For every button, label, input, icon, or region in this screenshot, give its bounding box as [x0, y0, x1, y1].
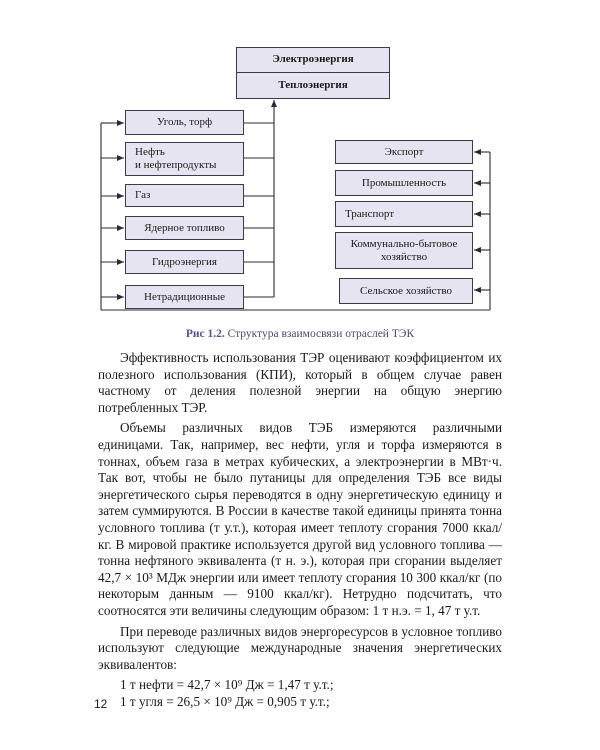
source-box-oil: Нефть и нефтепродукты [125, 142, 244, 176]
source-box-gas: Газ [125, 184, 244, 207]
page-number: 12 [94, 697, 108, 711]
electricity-heat-box: Электроэнергия Теплоэнергия [236, 47, 390, 99]
formula-line: 1 т нефти = 42,7 × 10⁹ Дж = 1,47 т у.т.; [120, 677, 334, 693]
body-text: Эффективность использования ТЭР оцениваю… [98, 350, 502, 710]
consumer-label: Транспорт [345, 207, 395, 220]
source-label: Газ [135, 189, 151, 201]
formula-line: 1 т угля = 26,5 × 10⁹ Дж = 0,905 т у.т.; [120, 693, 330, 709]
consumer-box-transport: Транспорт [335, 201, 473, 227]
source-box-coal: Уголь, торф [125, 110, 244, 135]
source-box-alternative: Нетрадиционные [125, 285, 244, 309]
heat-label: Теплоэнергия [278, 78, 348, 91]
consumer-label: Экспорт [384, 145, 424, 158]
consumer-label: Сельское хозяйство [360, 284, 452, 297]
source-label: Уголь, торф [156, 116, 213, 128]
figure-title: Структура взаимосвязи отраслей ТЭК [227, 328, 415, 340]
paragraph: Эффективность использования ТЭР оцениваю… [98, 350, 502, 415]
source-label: Ядерное топливо [144, 221, 225, 234]
source-label: Нефть и нефтепродукты [135, 146, 217, 171]
source-box-hydro: Гидроэнергия [125, 250, 244, 274]
energy-structure-diagram: Электроэнергия Теплоэнергия Уголь, торф … [0, 0, 600, 330]
diagram-connectors [100, 100, 491, 311]
figure-number: Рис 1.2. [185, 328, 225, 340]
consumer-label: Промышленность [361, 176, 447, 189]
electricity-label: Электроэнергия [237, 48, 389, 73]
source-label: Нетрадиционные [144, 290, 225, 303]
consumer-label: Коммунально-бытовое хозяйство [350, 237, 458, 263]
consumer-box-municipal: Коммунально-бытовое хозяйство [335, 232, 473, 269]
source-label: Гидроэнергия [151, 255, 217, 268]
consumer-box-export: Экспорт [335, 140, 473, 164]
consumer-box-industry: Промышленность [335, 170, 473, 196]
figure-caption: Рис 1.2. Структура взаимосвязи отраслей … [0, 328, 600, 340]
paragraph: При переводе различных видов энергоресур… [98, 623, 502, 672]
consumer-box-agriculture: Сельское хозяйство [339, 278, 473, 304]
source-box-nuclear: Ядерное топливо [125, 216, 244, 240]
paragraph: Объемы различных видов ТЭБ измеряются ра… [98, 420, 502, 618]
